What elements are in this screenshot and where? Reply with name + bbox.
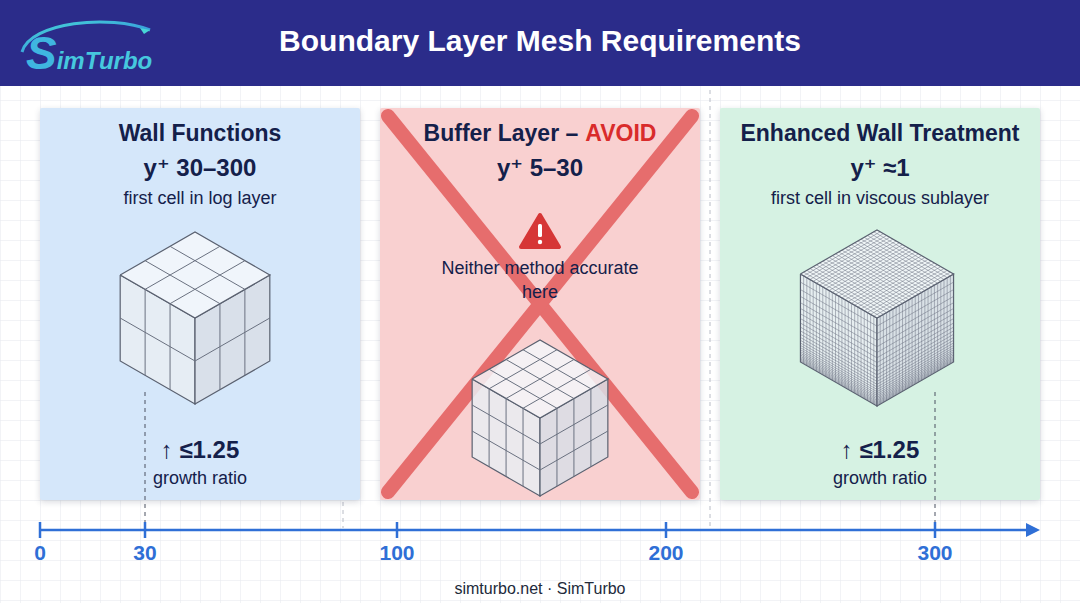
warning-note: Neither method accurate here bbox=[435, 256, 645, 305]
wall-function-panel: Wall Functions y⁺ 30–300 first cell in log… bbox=[40, 108, 360, 500]
buffer-layer-panel: Buffer Layer –AVOIDy⁺ 5–30Neither method… bbox=[380, 108, 700, 500]
cross-stroke bbox=[388, 116, 692, 492]
panel-heading: AVOID bbox=[585, 120, 656, 148]
panel-subtitle: first cell in log layer bbox=[123, 188, 276, 210]
growth-ratio-value: ↑ ≤1.25 bbox=[837, 436, 924, 465]
marker-line bbox=[145, 392, 146, 526]
page-caption: simturbo.net · SimTurbo bbox=[454, 580, 625, 598]
fine-mesh-cube bbox=[800, 230, 953, 406]
marker-line bbox=[935, 392, 936, 526]
cross-stroke bbox=[388, 116, 692, 492]
medium-mesh-cube bbox=[472, 340, 608, 496]
panel-subtitle: first cell in viscous sublayer bbox=[771, 188, 989, 210]
panel-heading: Buffer Layer – bbox=[424, 120, 579, 148]
header-bar bbox=[0, 0, 1080, 86]
page-title: Boundary Layer Mesh Requirements bbox=[279, 24, 801, 58]
warning-icon bbox=[521, 215, 559, 247]
avoid-cross bbox=[388, 116, 692, 492]
axis-tick-label: 30 bbox=[133, 541, 156, 565]
coarse-mesh-cube bbox=[120, 232, 270, 404]
yplus-axis bbox=[40, 522, 1040, 538]
growth-ratio-value: ↑ ≤1.25 bbox=[157, 436, 244, 465]
axis-tick-label: 200 bbox=[648, 541, 683, 565]
growth-ratio-label: growth ratio bbox=[829, 468, 931, 490]
enhanced-wall-panel: Enhanced Wall Treatment y⁺ ≈1 first cell i… bbox=[720, 108, 1040, 500]
axis-tick-label: 100 bbox=[379, 541, 414, 565]
yplus-range: y⁺ 30–300 bbox=[144, 154, 257, 183]
panel-heading: Wall Functions bbox=[119, 120, 282, 148]
yplus-range: y⁺ ≈1 bbox=[850, 154, 909, 183]
axis-tick-label: 300 bbox=[917, 541, 952, 565]
panel-heading: Enhanced Wall Treatment bbox=[740, 120, 1019, 148]
axis-tick-label: 0 bbox=[34, 541, 46, 565]
logo-text: SimTurbo bbox=[26, 26, 152, 80]
guide-line bbox=[710, 90, 711, 528]
logo-plane bbox=[140, 28, 150, 34]
yplus-range: y⁺ 5–30 bbox=[497, 154, 583, 183]
growth-ratio-label: growth ratio bbox=[149, 468, 251, 490]
